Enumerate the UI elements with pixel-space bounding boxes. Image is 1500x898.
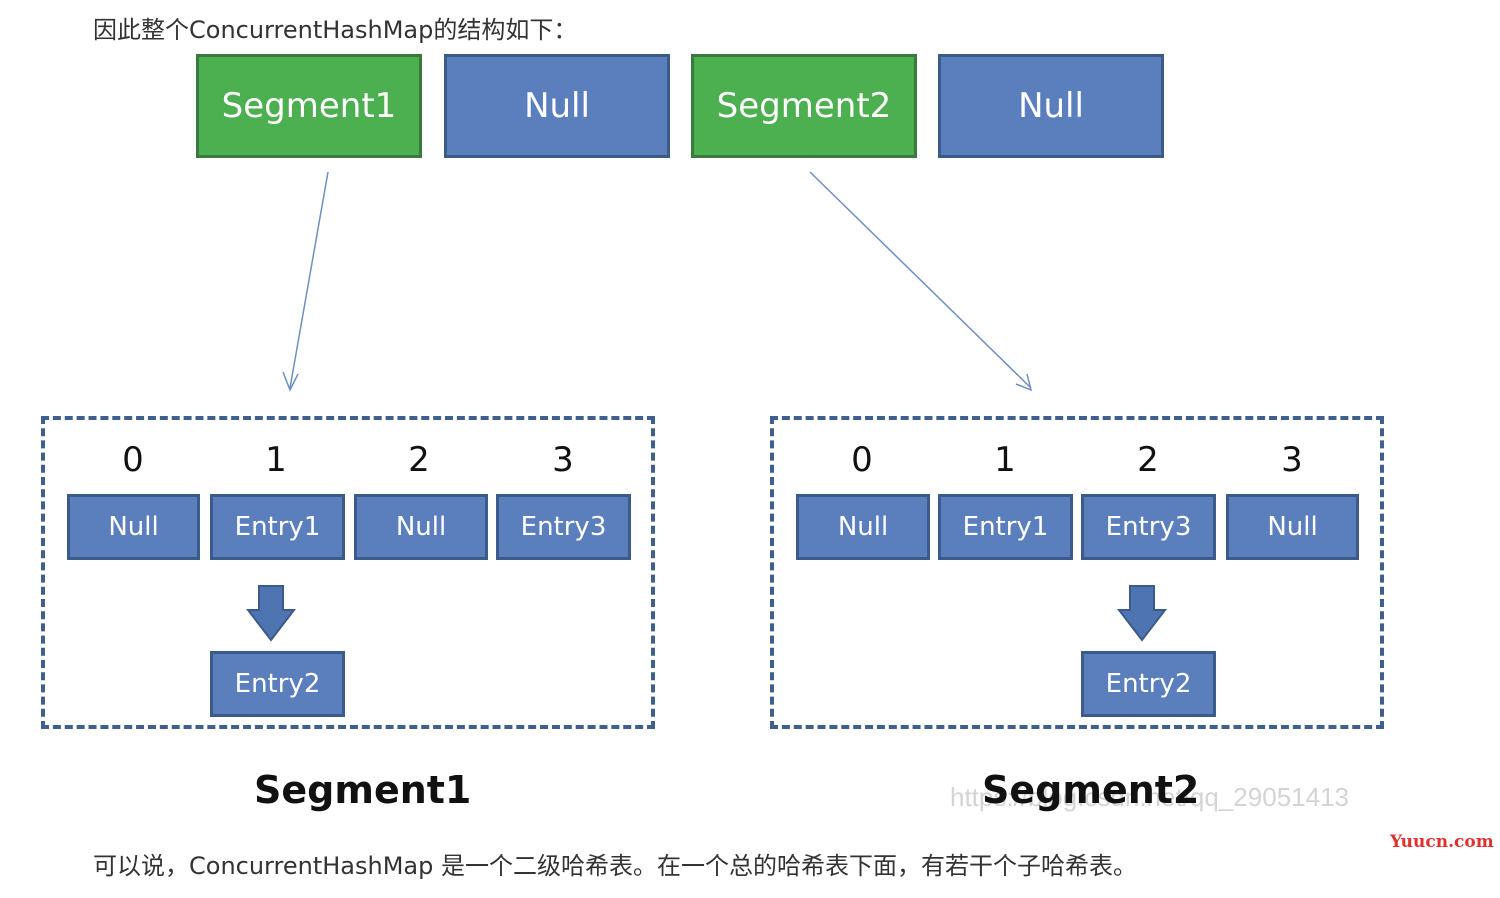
segment2-index-1: 1	[994, 440, 1016, 480]
segment2-container	[770, 416, 1384, 729]
top-segment2-box: Segment2	[691, 54, 917, 158]
segment1-entry-3: Entry3	[496, 494, 631, 560]
top-segment1-box: Segment1	[196, 54, 422, 158]
arrow-segment2-head	[1015, 373, 1033, 392]
segment2-entry-2: Entry3	[1081, 494, 1216, 560]
segment1-entry-1: Entry1	[210, 494, 345, 560]
arrow-segment1-head	[282, 371, 299, 392]
segment1-caption: Segment1	[254, 768, 472, 812]
down-arrow-segment1	[245, 585, 297, 642]
segment2-index-0: 0	[851, 440, 873, 480]
segment1-chained-entry: Entry2	[210, 651, 345, 717]
segment1-index-3: 3	[552, 440, 574, 480]
watermark: https://blog.csdn.net/qq_29051413	[950, 782, 1349, 812]
top-null-box-1: Null	[444, 54, 670, 158]
intro-text: 因此整个ConcurrentHashMap的结构如下：	[93, 16, 578, 44]
segment2-entry-1: Entry1	[938, 494, 1073, 560]
segment2-entry-0: Null	[796, 494, 930, 560]
arrow-segment1-line	[289, 171, 329, 389]
arrow-segment2-line	[809, 171, 1032, 389]
segment2-entry-3: Null	[1226, 494, 1359, 560]
site-mark: Yuucn.com	[1390, 832, 1494, 852]
segment2-chained-entry: Entry2	[1081, 651, 1216, 717]
summary-text: 可以说，ConcurrentHashMap 是一个二级哈希表。在一个总的哈希表下…	[93, 852, 1137, 880]
segment1-entry-0: Null	[67, 494, 200, 560]
segment1-index-0: 0	[122, 440, 144, 480]
segment2-caption: Segment2	[982, 768, 1200, 812]
segment1-entry-2: Null	[354, 494, 488, 560]
segment2-index-2: 2	[1137, 440, 1159, 480]
top-null-box-2: Null	[938, 54, 1164, 158]
down-arrow-segment2	[1116, 585, 1168, 642]
segment1-index-2: 2	[408, 440, 430, 480]
segment2-index-3: 3	[1281, 440, 1303, 480]
segment1-container	[41, 416, 655, 729]
segment1-index-1: 1	[265, 440, 287, 480]
